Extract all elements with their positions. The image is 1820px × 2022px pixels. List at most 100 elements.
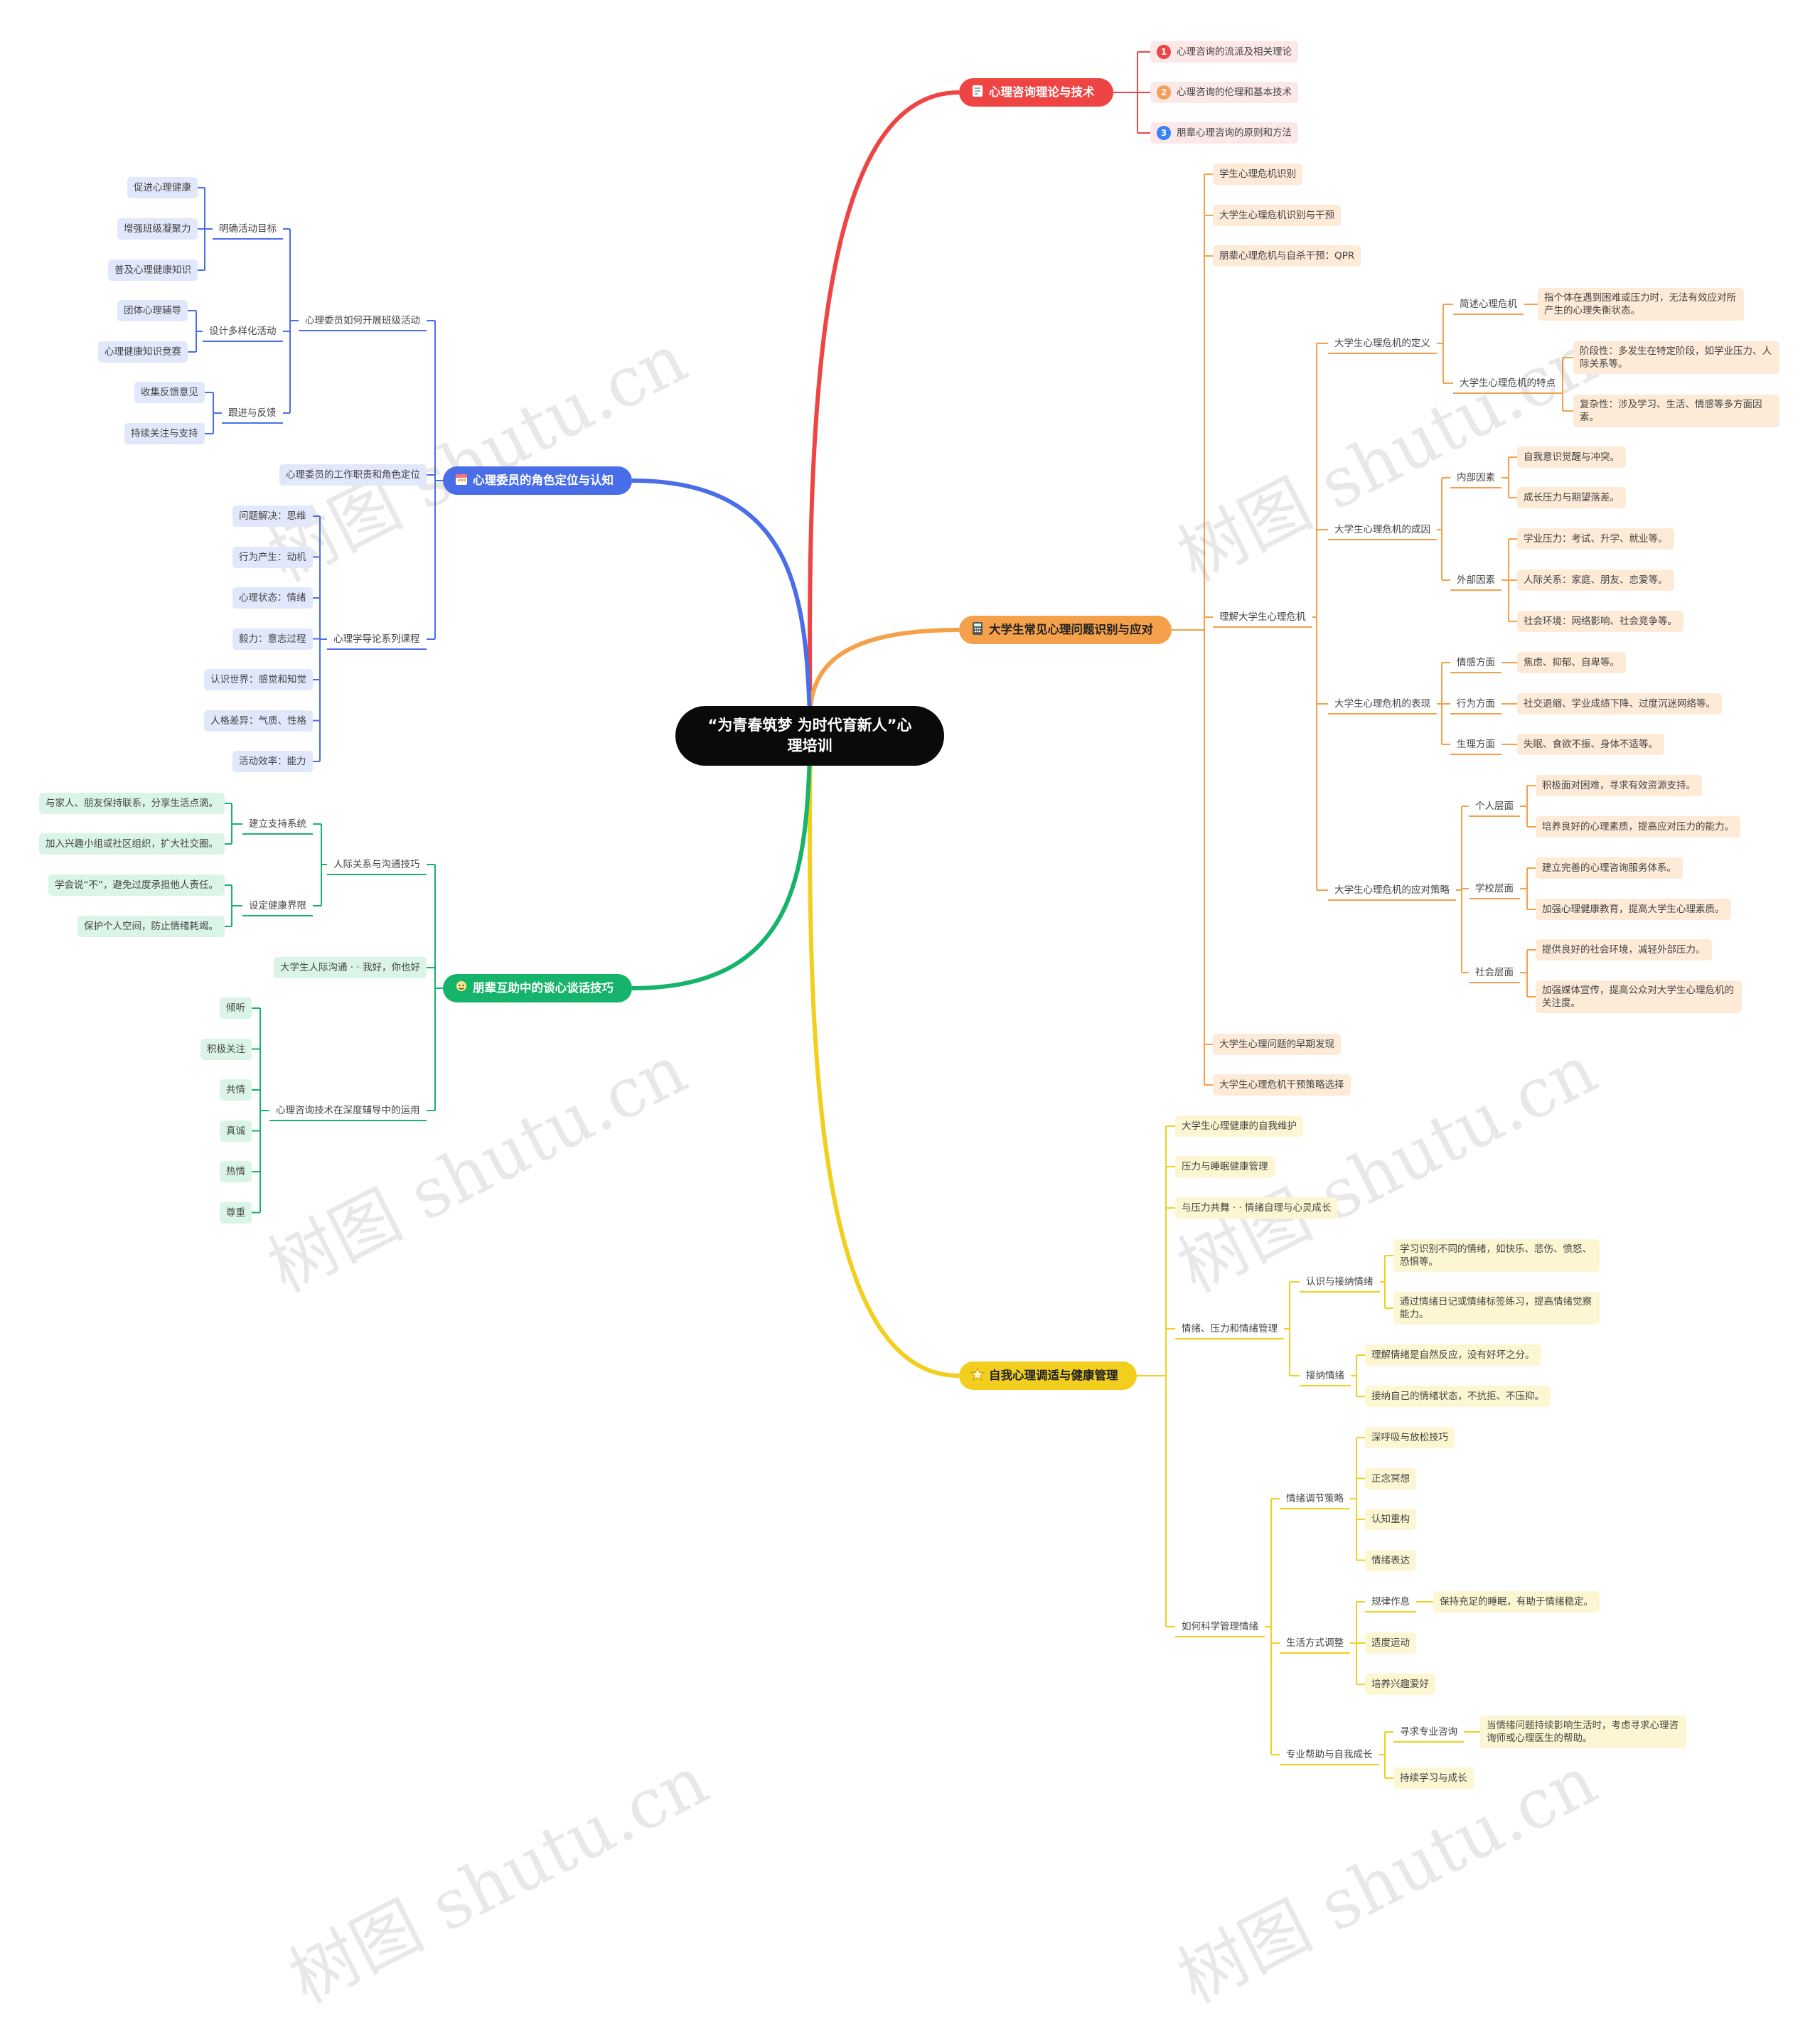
topic-node[interactable]: 学习识别不同的情绪，如快乐、悲伤、愤怒、恐惧等。 bbox=[1393, 1239, 1600, 1272]
topic-node[interactable]: 正念冥想 bbox=[1365, 1467, 1416, 1489]
topic-node[interactable]: 提供良好的社会环境，减轻外部压力。 bbox=[1536, 939, 1712, 961]
topic-node[interactable]: 阶段性：多发生在特定阶段，如学业压力、人际关系等。 bbox=[1573, 341, 1779, 374]
topic-node[interactable]: 行为方面 bbox=[1450, 693, 1502, 715]
topic-node[interactable]: 普及心理健康知识 bbox=[108, 260, 198, 281]
topic-node[interactable]: 成长压力与期望落差。 bbox=[1517, 487, 1626, 508]
topic-node[interactable]: 持续学习与成长 bbox=[1393, 1767, 1474, 1789]
topic-node[interactable]: 认识与接纳情绪 bbox=[1300, 1271, 1380, 1293]
topic-node[interactable]: 情绪调节策略 bbox=[1280, 1488, 1350, 1509]
topic-node[interactable]: 持续关注与支持 bbox=[124, 423, 205, 444]
topic-node[interactable]: 心理状态：情绪 bbox=[232, 587, 313, 609]
topic-node[interactable]: 人际关系：家庭、朋友、恋爱等。 bbox=[1517, 569, 1674, 591]
topic-node[interactable]: 加强媒体宣传，提高公众对大学生心理危机的关注度。 bbox=[1536, 980, 1742, 1013]
topic-node[interactable]: 焦虑、抑郁、自卑等。 bbox=[1517, 652, 1626, 673]
root-topic[interactable]: “为青春筑梦 为时代育新人”心理培训 bbox=[675, 706, 944, 766]
topic-node[interactable]: 个人层面 bbox=[1469, 796, 1520, 817]
topic-node[interactable]: 大学生心理危机的应对策略 bbox=[1328, 879, 1456, 901]
topic-node[interactable]: 外部因素 bbox=[1450, 569, 1502, 591]
topic-node[interactable]: 与家人、朋友保持联系，分享生活点滴。 bbox=[39, 793, 225, 814]
topic-node[interactable]: 建立完善的心理咨询服务体系。 bbox=[1536, 857, 1683, 879]
topic-node[interactable]: 真诚 bbox=[220, 1120, 252, 1142]
topic-node[interactable]: 增强班级凝聚力 bbox=[117, 218, 198, 240]
topic-node[interactable]: 尊重 bbox=[220, 1202, 252, 1224]
branch-theory-techniques[interactable]: 心理咨询理论与技术 bbox=[959, 78, 1113, 107]
topic-node[interactable]: 情感方面 bbox=[1450, 652, 1502, 673]
topic-node[interactable]: 积极关注 bbox=[200, 1038, 252, 1060]
topic-node[interactable]: 心理健康知识竞赛 bbox=[98, 341, 188, 363]
topic-node[interactable]: 专业帮助与自我成长 bbox=[1280, 1744, 1379, 1765]
topic-node[interactable]: 大学生心理健康的自我维护 bbox=[1175, 1116, 1303, 1137]
topic-node[interactable]: 大学生人际沟通 · · 我好，你也好 bbox=[274, 957, 427, 978]
topic-node[interactable]: 情绪、压力和情绪管理 bbox=[1175, 1318, 1284, 1339]
topic-node[interactable]: 学校层面 bbox=[1469, 878, 1520, 899]
topic-node[interactable]: 活动效率：能力 bbox=[232, 751, 313, 772]
branch-crisis-recognition[interactable]: 大学生常见心理问题识别与应对 bbox=[959, 616, 1172, 644]
topic-node[interactable]: 大学生心理危机的成因 bbox=[1328, 519, 1437, 540]
topic-node[interactable]: 如何科学管理情绪 bbox=[1175, 1616, 1265, 1637]
topic-node[interactable]: 社会层面 bbox=[1469, 962, 1520, 983]
topic-node[interactable]: 失眠、食欲不振、身体不适等。 bbox=[1517, 734, 1664, 755]
topic-node[interactable]: 生活方式调整 bbox=[1280, 1632, 1350, 1654]
topic-node[interactable]: 学业压力：考试、升学、就业等。 bbox=[1517, 528, 1674, 550]
topic-node[interactable]: 心理委员如何开展班级活动 bbox=[299, 310, 427, 331]
topic-node[interactable]: 收集反馈意见 bbox=[134, 382, 205, 403]
topic-node[interactable]: 自我意识觉醒与冲突。 bbox=[1517, 446, 1626, 468]
topic-node[interactable]: 毅力：意志过程 bbox=[232, 628, 313, 650]
topic-node[interactable]: 大学生心理危机识别与干预 bbox=[1213, 205, 1341, 226]
topic-node[interactable]: 跟进与反馈 bbox=[222, 402, 283, 424]
topic-node[interactable]: 加强心理健康教育，提高大学生心理素质。 bbox=[1536, 899, 1731, 920]
topic-node[interactable]: 倾听 bbox=[220, 997, 252, 1019]
topic-node[interactable]: 行为产生：动机 bbox=[232, 546, 313, 568]
topic-node[interactable]: 朋辈心理危机与自杀干预：QPR bbox=[1213, 245, 1361, 267]
topic-node[interactable]: 与压力共舞 · · 情绪自理与心灵成长 bbox=[1175, 1197, 1338, 1219]
topic-node[interactable]: 心理委员的工作职责和角色定位 bbox=[279, 464, 427, 486]
topic-node[interactable]: 学生心理危机识别 bbox=[1213, 164, 1302, 185]
topic-node[interactable]: 大学生心理危机的特点 bbox=[1453, 373, 1562, 394]
topic-node[interactable]: 接纳自己的情绪状态，不抗拒、不压抑。 bbox=[1365, 1386, 1551, 1407]
topic-node[interactable]: 人际关系与沟通技巧 bbox=[327, 854, 427, 875]
topic-node[interactable]: 认知重构 bbox=[1365, 1509, 1416, 1530]
topic-node[interactable]: 学会说“不”，避免过度承担他人责任。 bbox=[48, 874, 225, 896]
topic-node[interactable]: 理解大学生心理危机 bbox=[1213, 606, 1312, 628]
topic-node[interactable]: 理解情绪是自然反应，没有好坏之分。 bbox=[1365, 1344, 1541, 1366]
topic-node[interactable]: 明确活动目标 bbox=[213, 218, 283, 240]
topic-node[interactable]: 保持充足的睡眠，有助于情绪稳定。 bbox=[1433, 1591, 1600, 1612]
topic-node[interactable]: 共情 bbox=[220, 1079, 252, 1101]
topic-node[interactable]: 设计多样化活动 bbox=[203, 321, 283, 342]
topic-node[interactable]: 大学生心理危机的表现 bbox=[1328, 693, 1437, 715]
branch-self-adjustment[interactable]: 自我心理调适与健康管理 bbox=[959, 1362, 1137, 1390]
topic-node[interactable]: 认识世界：感觉和知觉 bbox=[204, 669, 313, 690]
topic-node[interactable]: 积极面对困难，寻求有效资源支持。 bbox=[1536, 775, 1702, 796]
topic-node[interactable]: 团体心理辅导 bbox=[117, 300, 188, 321]
topic-node[interactable]: 促进心理健康 bbox=[127, 177, 198, 198]
topic-node[interactable]: 社交退缩、学业成绩下降、过度沉迷网络等。 bbox=[1517, 693, 1722, 715]
topic-node[interactable]: 压力与睡眠健康管理 bbox=[1175, 1156, 1275, 1177]
topic-node[interactable]: 规律作息 bbox=[1365, 1591, 1416, 1612]
topic-node[interactable]: 设定健康界限 bbox=[242, 895, 313, 916]
topic-node[interactable]: 问题解决：思维 bbox=[232, 506, 313, 527]
topic-node[interactable]: 通过情绪日记或情绪标签练习，提高情绪觉察能力。 bbox=[1393, 1292, 1600, 1325]
topic-node[interactable]: 当情绪问题持续影响生活时，考虑寻求心理咨询师或心理医生的帮助。 bbox=[1480, 1716, 1686, 1748]
topic-node[interactable]: 热情 bbox=[220, 1161, 252, 1182]
topic-node[interactable]: 接纳情绪 bbox=[1300, 1365, 1351, 1386]
topic-node[interactable]: 简述心理危机 bbox=[1453, 294, 1524, 315]
topic-node[interactable]: 社会环境：网络影响、社会竞争等。 bbox=[1517, 611, 1684, 632]
topic-node[interactable]: 大学生心理危机干预策略选择 bbox=[1213, 1074, 1351, 1096]
topic-node[interactable]: 保护个人空间，防止情绪耗竭。 bbox=[77, 916, 225, 937]
topic-node[interactable]: 加入兴趣小组或社区组织，扩大社交圈。 bbox=[39, 833, 225, 855]
topic-node[interactable]: 建立支持系统 bbox=[242, 813, 313, 835]
topic-node[interactable]: 指个体在遇到困难或压力时，无法有效应对所产生的心理失衡状态。 bbox=[1538, 288, 1744, 321]
topic-node[interactable]: 内部因素 bbox=[1450, 467, 1502, 488]
topic-node[interactable]: 心理咨询技术在深度辅导中的运用 bbox=[269, 1100, 427, 1121]
topic-node[interactable]: 生理方面 bbox=[1450, 734, 1502, 755]
branch-peer-talk[interactable]: 朋辈互助中的谈心谈话技巧 bbox=[443, 974, 632, 1002]
topic-node[interactable]: 大学生心理问题的早期发现 bbox=[1213, 1034, 1341, 1055]
topic-node[interactable]: 适度运动 bbox=[1365, 1632, 1416, 1654]
topic-node[interactable]: 情绪表达 bbox=[1365, 1549, 1416, 1571]
topic-node[interactable]: 寻求专业咨询 bbox=[1393, 1721, 1464, 1743]
branch-committee-role[interactable]: 心理委员的角色定位与认知 bbox=[443, 466, 632, 495]
topic-node[interactable]: 培养兴趣爱好 bbox=[1365, 1674, 1435, 1695]
